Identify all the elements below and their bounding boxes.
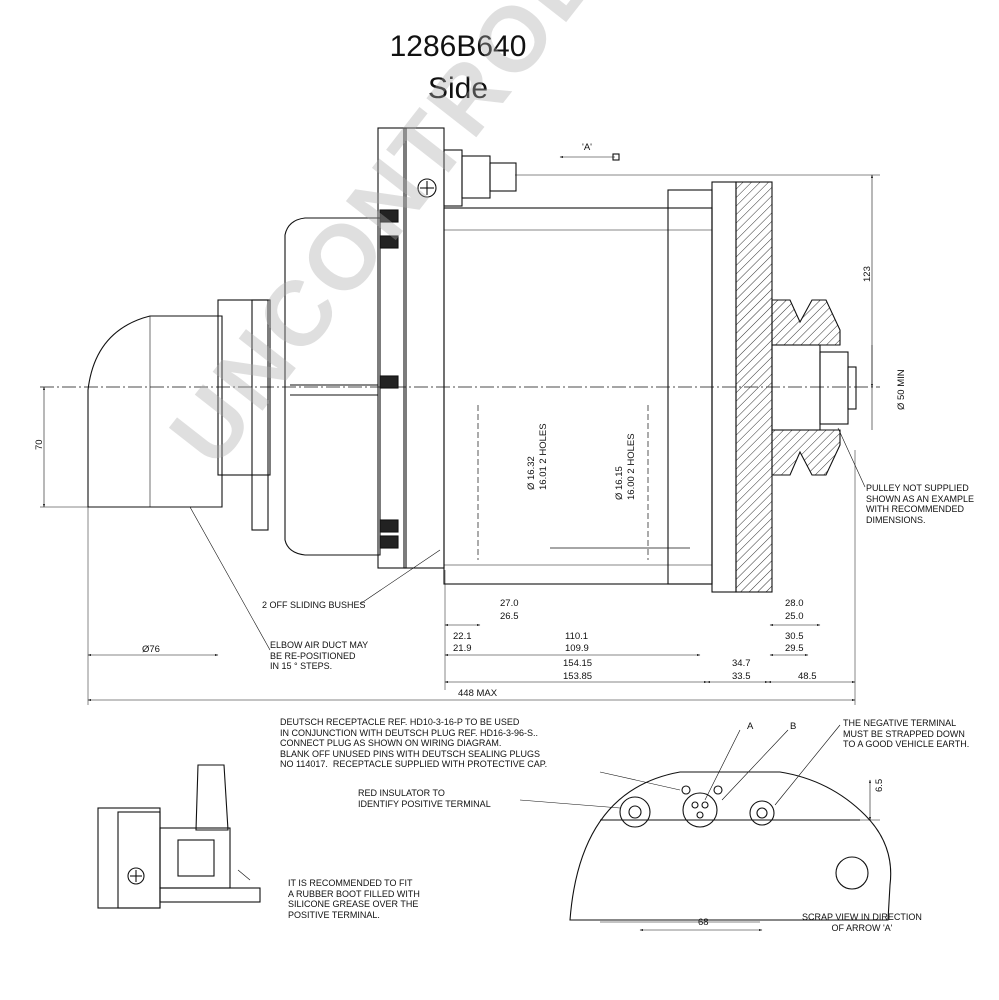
dim-34-7: 34.7 (732, 658, 751, 669)
dim-21-9: 21.9 (453, 643, 472, 654)
positive-terminal-symbol (417, 178, 437, 198)
dim-hole2-a: Ø 16.15 (614, 466, 625, 500)
pulley (735, 181, 773, 593)
dim-29-5: 29.5 (785, 643, 804, 654)
dim-76: Ø76 (142, 644, 160, 655)
dim-70: 70 (34, 439, 45, 450)
dim-hole2-b: 16.00 2 HOLES (626, 433, 637, 500)
part-number: 1286B640 (389, 30, 527, 63)
arrow-a-label: 'A' (582, 142, 592, 153)
note-bushes: 2 OFF SLIDING BUSHES (262, 600, 366, 610)
dim-448-max: 448 MAX (458, 688, 498, 699)
note-red-insulator: RED INSULATOR TO IDENTIFY POSITIVE TERMI… (358, 788, 491, 809)
dim-68: 68 (698, 917, 709, 928)
stator-body (443, 207, 713, 585)
dim-30-5: 30.5 (785, 631, 804, 642)
view-name: Side (427, 72, 489, 105)
note-pulley: PULLEY NOT SUPPLIED SHOWN AS AN EXAMPLE … (866, 483, 975, 525)
elbow-duct (87, 315, 223, 508)
dim-28: 28.0 (785, 598, 804, 609)
note-boot: IT IS RECOMMENDED TO FIT A RUBBER BOOT F… (288, 878, 420, 920)
dim-110-1: 110.1 (565, 631, 588, 642)
scrap-view-body (569, 771, 892, 921)
dim-33-5: 33.5 (732, 671, 751, 682)
dim-25: 25.0 (785, 611, 804, 622)
dim-22-1: 22.1 (453, 631, 472, 642)
dim-123: 123 (862, 266, 873, 282)
side-view-body (97, 807, 161, 909)
dim-109-9: 109.9 (565, 643, 589, 654)
note-elbow: ELBOW AIR DUCT MAY BE RE-POSITIONED IN 1… (270, 640, 369, 671)
note-deutsch: DEUTSCH RECEPTACLE REF. HD10-3-16-P TO B… (280, 717, 548, 769)
rear-housing (284, 217, 381, 556)
terminal-label-a: A (747, 721, 754, 732)
dim-hole1-b: 16.01 2 HOLES (538, 423, 549, 490)
dim-48-5: 48.5 (798, 671, 817, 682)
note-scrap-view: SCRAP VIEW IN DIRECTION OF ARROW 'A' (802, 912, 922, 933)
dim-153-85: 153.85 (563, 671, 592, 682)
dim-27: 27.0 (500, 598, 519, 609)
dim-6-5: 6.5 (874, 779, 885, 792)
dim-50-min: Ø 50 MIN (896, 369, 907, 410)
dim-154-15: 154.15 (563, 658, 592, 669)
note-negative-terminal: THE NEGATIVE TERMINAL MUST BE STRAPPED D… (843, 718, 970, 749)
terminal-label-b: B (790, 721, 796, 732)
dim-hole1-a: Ø 16.32 (526, 456, 537, 490)
dim-26-5: 26.5 (500, 611, 519, 622)
